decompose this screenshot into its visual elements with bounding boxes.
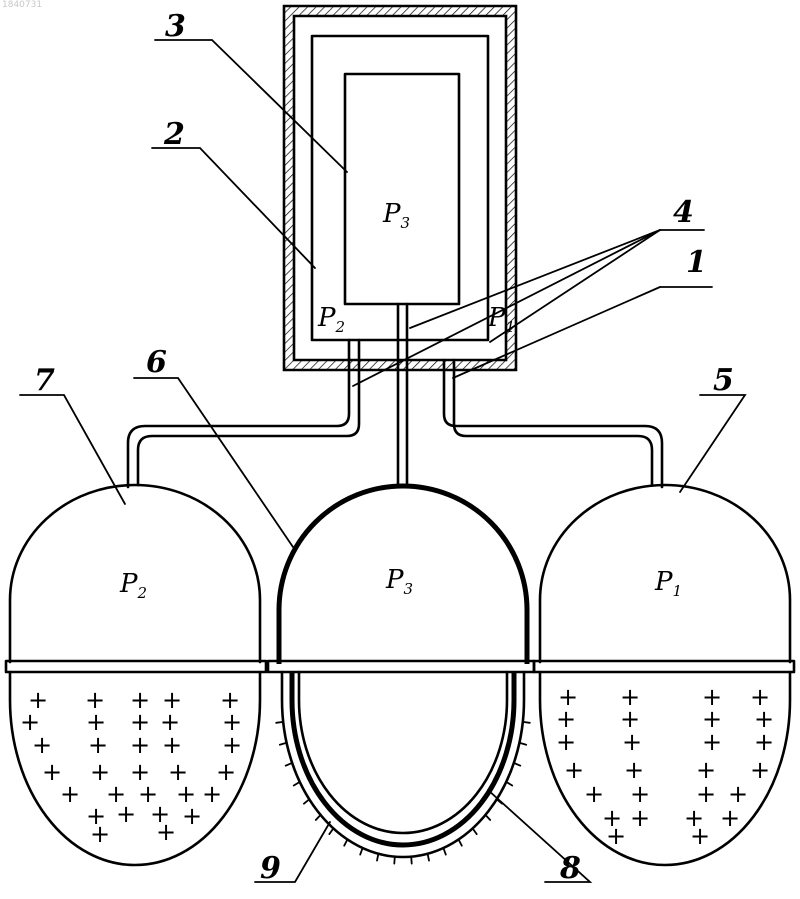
filler-right-mark: + (750, 756, 770, 784)
tank-tick (523, 722, 530, 723)
inner-chamber (345, 74, 459, 304)
filler-left-mark: + (88, 731, 108, 759)
filler-marks-right: ++++++++++++++++++++++++++ (556, 683, 774, 850)
filler-right-mark: + (606, 822, 626, 850)
pressure-tank-left: P2 (119, 569, 147, 602)
tank-tick (276, 722, 283, 723)
tank-tick (280, 743, 287, 745)
filler-left-mark: + (130, 731, 150, 759)
tank-tick (286, 763, 292, 766)
tank-tick (294, 782, 300, 786)
tank-tick (519, 743, 526, 745)
callout-2: 2 (163, 117, 185, 152)
tank-tick (473, 828, 477, 834)
filler-left-mark: + (116, 800, 136, 828)
filler-left-mark: + (90, 820, 110, 848)
filler-right-mark: + (564, 756, 584, 784)
tank-right (534, 485, 794, 865)
filler-right-mark: + (754, 728, 774, 756)
tank-tick (443, 848, 445, 855)
pipe-right (444, 360, 662, 487)
tank-tick (304, 799, 309, 803)
filler-right-mark: + (702, 728, 722, 756)
tank-tick (506, 782, 512, 786)
filler-left-mark: + (156, 818, 176, 846)
callout-9: 9 (260, 851, 281, 886)
filler-left-mark: + (222, 731, 242, 759)
pressure-inner-chamber: P3 (382, 199, 410, 232)
filler-left-mark: + (32, 731, 52, 759)
tank-tick (514, 763, 520, 766)
callout-6: 6 (146, 345, 167, 380)
tank-tick (344, 840, 347, 846)
callout-3: 3 (165, 9, 186, 44)
tank-tick (459, 840, 462, 846)
filler-right-mark: + (720, 804, 740, 832)
callout-8: 8 (559, 851, 581, 886)
tank-tick (394, 857, 395, 864)
filler-right-mark: + (690, 822, 710, 850)
filler-right-mark: + (630, 804, 650, 832)
pressure-cavity-left: P2 (317, 303, 345, 336)
filler-left-mark: + (202, 780, 222, 808)
pressure-labels: P3 P2 P1 P2 P3 P1 (119, 199, 682, 602)
inner-casing (312, 36, 488, 340)
tank-tick (360, 848, 362, 855)
callout-5: 5 (713, 363, 734, 398)
tank-tick (316, 815, 321, 820)
callout-4: 4 (673, 195, 694, 230)
filler-right-mark: + (556, 728, 576, 756)
filler-right-mark: + (622, 728, 642, 756)
tank-tick (329, 828, 333, 834)
tank-tick (411, 857, 412, 864)
pipe-center (398, 304, 407, 487)
filler-left-mark: + (182, 802, 202, 830)
callout-1: 1 (686, 245, 707, 280)
filler-left-mark: + (60, 780, 80, 808)
filler-left-mark: + (162, 731, 182, 759)
pressure-tank-center: P3 (385, 565, 413, 598)
callout-7: 7 (34, 363, 55, 398)
tank-tick (485, 815, 490, 820)
pressure-tank-right: P1 (654, 567, 682, 600)
